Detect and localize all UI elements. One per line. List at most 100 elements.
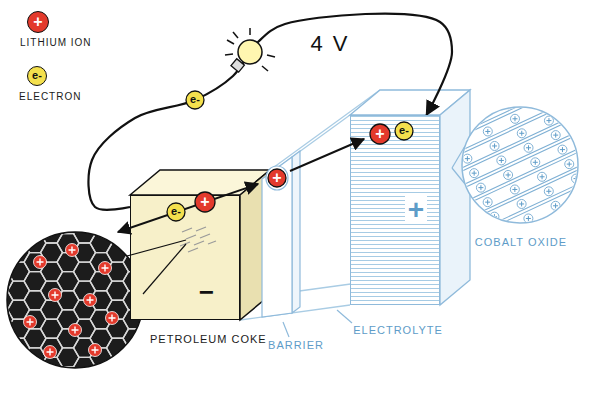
graphite-ring <box>90 367 112 386</box>
lithium-ion-dot <box>592 147 600 156</box>
ion-sign <box>553 203 558 208</box>
lithium-ion-dot <box>89 344 102 357</box>
coke-callout-lines <box>127 240 186 294</box>
electron-dot <box>395 122 413 140</box>
graphite-ring <box>123 367 145 386</box>
graphite-ring <box>8 224 30 243</box>
graphite-ring <box>156 367 178 386</box>
lithium-ion-dot <box>599 161 600 170</box>
lithium-ion-dot <box>370 124 390 144</box>
light-bulb <box>227 40 234 44</box>
voltage-label: 4 V <box>310 33 349 55</box>
lithium-ion-dot <box>510 185 519 194</box>
anode-texture <box>200 234 210 238</box>
barrier-sheet <box>262 157 292 317</box>
terminal-sign: + <box>405 196 427 224</box>
lithium-ion-dot <box>268 169 286 187</box>
graphite-ring <box>41 376 63 395</box>
light-bulb <box>238 40 262 64</box>
ion-sign <box>506 102 511 107</box>
leader-line <box>283 322 289 337</box>
barrier-sheet <box>292 151 300 313</box>
ion-arrow <box>118 184 258 232</box>
ion-sign <box>109 315 116 322</box>
lithium-ion-dot <box>497 227 506 236</box>
light-bulb <box>262 66 268 71</box>
ion-sign <box>465 156 470 161</box>
graphite-ring <box>24 367 46 386</box>
ion-sign <box>492 143 497 148</box>
lithium-ion-dot <box>24 316 37 329</box>
ion-sign <box>519 201 524 206</box>
ion-sign <box>567 91 572 96</box>
ion-sign <box>526 216 531 221</box>
lithium-ion-dot <box>517 129 526 138</box>
graphite-ring <box>57 214 79 233</box>
lithium-ion-dot <box>578 189 587 198</box>
lithium-ion-dot <box>544 187 553 196</box>
oxide-layer <box>431 97 577 167</box>
ion-sign <box>92 347 99 354</box>
electron-dot <box>167 203 185 221</box>
lithium-ion-dot <box>571 174 580 183</box>
graphite-ring <box>74 376 96 395</box>
graphite-ring <box>156 348 178 367</box>
ion-sign <box>492 214 497 219</box>
lithium-ion-dot <box>517 199 526 208</box>
light-bulb <box>267 55 275 57</box>
barrier-sheet <box>262 151 300 317</box>
coke-callout-lines <box>143 244 186 294</box>
ion-sign: + <box>200 194 209 210</box>
graphite-ring <box>0 348 13 367</box>
anode-texture <box>180 227 216 252</box>
ion-sign: + <box>272 170 281 186</box>
lithium-ion-dot <box>538 102 547 111</box>
lithium-ion-dot <box>66 244 79 257</box>
ion-sign <box>553 133 558 138</box>
graphite-ring <box>0 291 13 310</box>
ion-sign <box>533 160 538 165</box>
graphite-ring <box>90 214 112 233</box>
lithium-ion-dot <box>69 324 82 337</box>
lithium-ion-dot <box>195 192 215 212</box>
part-label: ELECTROLYTE <box>353 325 443 336</box>
ion-sign <box>458 142 463 147</box>
ion-sign <box>567 162 572 167</box>
oxide-layer <box>472 184 600 254</box>
lithium-ion-dot <box>477 112 486 121</box>
ion-sign <box>533 89 538 94</box>
ion-sign <box>506 172 511 177</box>
ion-sign <box>52 292 59 299</box>
light-bulb <box>225 28 275 71</box>
anode-texture <box>182 228 192 232</box>
graphite-ring <box>140 376 162 395</box>
ion-sign <box>47 349 54 356</box>
lithium-ion-dot <box>483 198 492 207</box>
lithium-ion-dot <box>558 216 567 225</box>
electron-sign: e- <box>190 94 200 105</box>
graphite-ring <box>140 357 162 376</box>
light-bulb <box>233 32 238 38</box>
lithium-ion-dot <box>524 143 533 152</box>
lithium-ion-dot <box>565 160 574 169</box>
oxide-layer <box>458 155 600 225</box>
anode-texture <box>208 241 216 244</box>
anode-texture <box>186 235 196 239</box>
lithium-ion-dot <box>490 141 499 150</box>
graphite-ring <box>0 367 13 386</box>
cathode-block <box>350 90 470 305</box>
anode-texture <box>194 241 204 245</box>
graphite-ring <box>107 357 129 376</box>
electron-sign: e- <box>171 206 181 217</box>
lithium-ion-dot <box>538 172 547 181</box>
ion-sign <box>594 149 599 154</box>
lithium-ion-dot <box>558 74 567 83</box>
ion-sign <box>540 104 545 109</box>
ion-sign <box>540 174 545 179</box>
ion-sign <box>560 76 565 81</box>
ion-sign <box>499 229 504 234</box>
lithium-ion-dot <box>585 203 594 212</box>
light-bulb <box>249 28 251 35</box>
oxide-layer <box>445 126 591 196</box>
lithium-ion-dot <box>44 346 57 359</box>
